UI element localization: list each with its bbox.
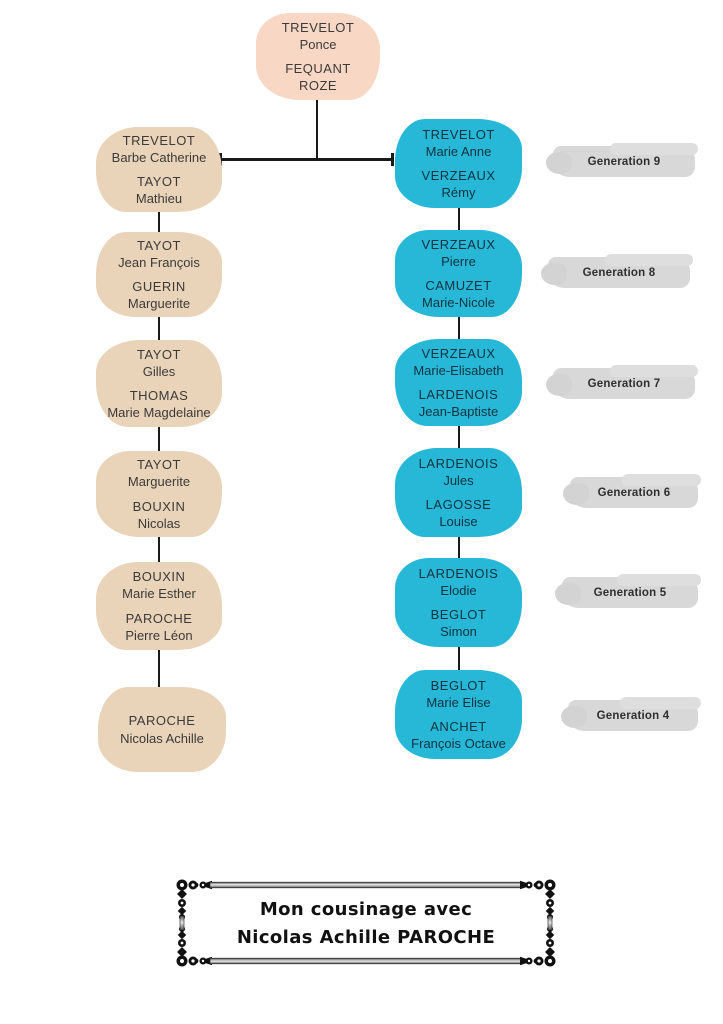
person-given-name: Marie Elise — [426, 694, 491, 710]
person-surname: LAGOSSE — [425, 497, 492, 512]
connector-right-tick — [391, 153, 394, 166]
connector-left-4 — [158, 530, 160, 570]
person-given-name: François Octave — [411, 736, 506, 752]
generation-label-4: Generation 4 — [561, 697, 701, 731]
generation-label-8: Generation 8 — [541, 254, 693, 288]
person-given-name: Ponce — [299, 36, 337, 52]
person-surname: BEGLOT — [430, 677, 487, 693]
connector-left-3 — [158, 420, 160, 459]
person-given-name: Gilles — [142, 363, 176, 379]
person-surname: TAYOT — [137, 457, 181, 473]
person-surname: FEQUANT — [285, 61, 351, 76]
person-given-name: Pierre Léon — [125, 627, 193, 643]
person-given-name: Pierre — [441, 253, 476, 269]
person-surname: ROZE — [298, 78, 338, 94]
person-surname: LARDENOIS — [418, 455, 499, 471]
generation-label-9: Generation 9 — [546, 143, 698, 177]
connector-right-3 — [458, 420, 460, 456]
person-given-name: Nicolas — [137, 515, 181, 531]
person-box-left-5: BOUXIN Marie Esther PAROCHE Pierre Léon — [96, 562, 222, 650]
person-surname: BEGLOT — [430, 607, 487, 622]
person-surname: LARDENOIS — [418, 387, 499, 402]
connector-right-2 — [458, 311, 460, 347]
person-given-name: Marguerite — [127, 474, 191, 490]
person-box-right-6: BEGLOT Marie Elise ANCHET François Octav… — [395, 670, 522, 759]
person-box-right-3: VERZEAUX Marie-Elisabeth LARDENOIS Jean-… — [395, 339, 522, 426]
person-box-right-4: LARDENOIS Jules LAGOSSE Louise — [395, 448, 522, 537]
person-surname: TAYOT — [137, 237, 181, 253]
generation-label-text: Generation 6 — [597, 486, 671, 499]
connector-right-1 — [458, 202, 460, 238]
person-box-right-2: VERZEAUX Pierre CAMUZET Marie-Nicole — [395, 230, 522, 317]
person-surname: BOUXIN — [132, 569, 186, 585]
person-given-name: Marie Magdelaine — [107, 405, 211, 421]
person-given-name: Jean-Baptiste — [418, 404, 499, 420]
person-surname: TREVELOT — [281, 19, 355, 35]
person-box-left-2: TAYOT Jean François GUERIN Marguerite — [96, 232, 222, 317]
connector-right-4 — [458, 530, 460, 566]
title-line-1: Mon cousinage avec — [259, 898, 473, 920]
person-given-name: Marie-Elisabeth — [413, 362, 504, 378]
person-given-name: Marguerite — [127, 296, 191, 312]
person-box-left-4: TAYOT Marguerite BOUXIN Nicolas — [96, 451, 222, 537]
person-surname: TREVELOT — [422, 126, 495, 142]
person-surname: PAROCHE — [128, 713, 196, 729]
generation-label-text: Generation 8 — [582, 266, 656, 279]
title-frame: Mon cousinage avec Nicolas Achille PAROC… — [172, 876, 560, 970]
person-given-name: Nicolas Achille — [120, 730, 204, 746]
person-box-root: TREVELOT Ponce FEQUANT ROZE — [256, 13, 380, 100]
generation-label-text: Generation 4 — [596, 709, 670, 722]
ornamental-border — [176, 879, 556, 967]
connector-left-5 — [158, 643, 160, 695]
person-surname: TREVELOT — [122, 132, 196, 148]
title-line-2: Nicolas Achille PAROCHE — [236, 926, 496, 948]
person-given-name: Jean François — [118, 254, 200, 270]
person-surname: LARDENOIS — [418, 565, 499, 581]
person-surname: TAYOT — [137, 174, 181, 189]
person-surname: THOMAS — [129, 388, 189, 403]
connector-horizontal — [221, 158, 393, 161]
person-given-name: Mathieu — [135, 191, 183, 207]
generation-label-text: Generation 5 — [593, 586, 667, 599]
person-given-name: Louise — [439, 514, 478, 530]
person-box-left-3: TAYOT Gilles THOMAS Marie Magdelaine — [96, 340, 222, 427]
generation-label-7: Generation 7 — [546, 365, 698, 399]
generation-label-6: Generation 6 — [563, 474, 701, 508]
generation-label-text: Generation 7 — [587, 377, 661, 390]
person-box-right-5: LARDENOIS Elodie BEGLOT Simon — [395, 558, 522, 647]
chart-title: Mon cousinage avec Nicolas Achille PAROC… — [202, 890, 530, 956]
person-surname: ANCHET — [430, 719, 487, 734]
person-surname: VERZEAUX — [421, 168, 496, 183]
person-given-name: Elodie — [440, 582, 477, 598]
person-surname: VERZEAUX — [421, 345, 496, 361]
person-given-name: Barbe Catherine — [111, 149, 207, 165]
person-surname: VERZEAUX — [421, 236, 496, 252]
person-box-left-6: PAROCHE Nicolas Achille — [98, 687, 226, 772]
person-given-name: Simon — [440, 624, 477, 640]
person-box-left-1: TREVELOT Barbe Catherine TAYOT Mathieu — [96, 127, 222, 212]
person-given-name: Marie-Nicole — [422, 295, 495, 311]
person-surname: GUERIN — [132, 279, 186, 294]
person-box-right-1: TREVELOT Marie Anne VERZEAUX Rémy — [395, 119, 522, 208]
generation-label-text: Generation 9 — [587, 155, 661, 168]
person-given-name: Rémy — [441, 185, 476, 201]
person-surname: CAMUZET — [425, 278, 492, 293]
generation-label-5: Generation 5 — [555, 574, 701, 608]
person-given-name: Jules — [443, 472, 474, 488]
connector-root-vertical — [316, 95, 318, 160]
connector-right-5 — [458, 640, 460, 678]
connector-left-2 — [158, 310, 160, 348]
person-given-name: Marie Anne — [425, 143, 492, 159]
person-surname: BOUXIN — [132, 498, 186, 514]
person-surname: TAYOT — [137, 346, 181, 362]
person-surname: PAROCHE — [125, 610, 193, 626]
connector-left-1 — [158, 205, 160, 240]
person-given-name: Marie Esther — [122, 586, 196, 602]
